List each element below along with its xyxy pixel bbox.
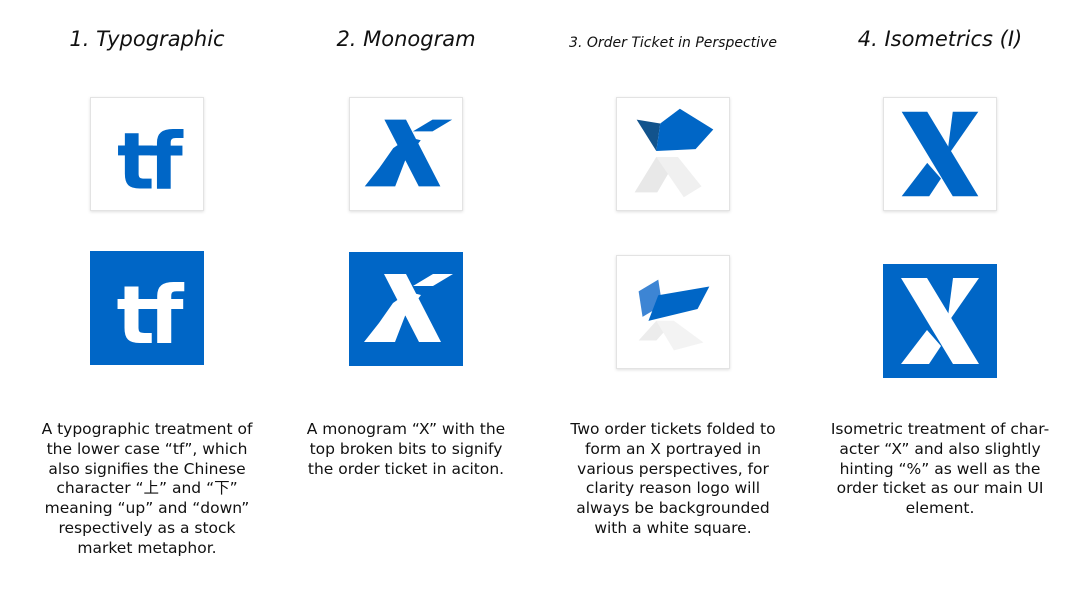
description-line: element. (905, 499, 975, 518)
description-line: respectively as a stock (58, 518, 236, 537)
description-line: Isometric treatment of char- (830, 420, 1050, 438)
monogram-x-inverted-icon (364, 274, 453, 342)
logo-tile-blue (883, 264, 997, 378)
logo-tile-blue (349, 252, 463, 366)
order-ticket-folded-alt-icon (638, 279, 710, 351)
description-line: the lower case “tf”, which (46, 439, 248, 458)
concept-description: A monogram “X” with the top broken bits … (276, 420, 536, 479)
logo-tile-white (349, 97, 463, 211)
description-line: top broken bits to signify (309, 439, 503, 458)
description-line: the order ticket in aciton. (307, 459, 505, 478)
concept-title: 2. Monogram (336, 27, 476, 51)
concept-title: 3. Order Ticket in Perspective (569, 35, 777, 51)
description-line: acter “X” and also slightly (839, 439, 1041, 458)
isometric-x-icon (901, 111, 979, 197)
description-line: also signifies the Chinese (48, 459, 246, 478)
description-line: market metaphor. (77, 538, 217, 557)
concept-description: Isometric treatment of char- acter “X” a… (810, 420, 1070, 519)
description-line: form an X portrayed in (584, 439, 762, 458)
concept-description: A typographic treatment of the lower cas… (17, 420, 277, 559)
logo-tile-perspective-alt (616, 255, 730, 369)
concept-description: Two order tickets folded to form an X po… (543, 420, 803, 539)
description-line: hinting “%” as well as the (839, 459, 1041, 478)
concept-typographic: 1. Typographic tf tf A typographic treat… (17, 0, 277, 610)
concept-monogram: 2. Monogram A monogram “X” with the top … (276, 0, 536, 610)
monogram-x-icon (364, 119, 453, 187)
concept-order-ticket: 3. Order Ticket in Perspective Two order… (543, 0, 803, 610)
order-ticket-folded-icon (634, 108, 714, 198)
isometric-x-inverted-icon (901, 278, 979, 364)
concept-isometrics: 4. Isometrics (I) Isometric treatment of… (810, 0, 1070, 610)
description-line: clarity reason logo will (585, 479, 761, 498)
concept-title: 4. Isometrics (I) (857, 27, 1023, 51)
tf-logo-inverted-icon: tf (116, 269, 190, 362)
description-line: order ticket as our main UI (836, 479, 1044, 498)
tf-mark: tf (116, 269, 184, 362)
logo-tile-perspective (616, 97, 730, 211)
description-line: Two order tickets folded to (570, 420, 776, 438)
logo-tile-white (883, 97, 997, 211)
description-line: meaning “up” and “down” (44, 499, 250, 518)
logo-tile-blue: tf (90, 251, 204, 365)
description-line: A typographic treatment of (41, 420, 253, 438)
logo-tile-white: tf (90, 97, 204, 211)
description-line: A monogram “X” with the (306, 420, 506, 438)
description-line: always be backgrounded (576, 499, 770, 518)
concept-title: 1. Typographic (69, 27, 225, 51)
tf-logo-icon: tf (117, 115, 190, 207)
description-line: various perspectives, for (577, 459, 769, 478)
description-line: character “上” and “下” (56, 479, 238, 498)
tf-mark: tf (117, 115, 184, 207)
description-line: with a white square. (594, 518, 752, 537)
